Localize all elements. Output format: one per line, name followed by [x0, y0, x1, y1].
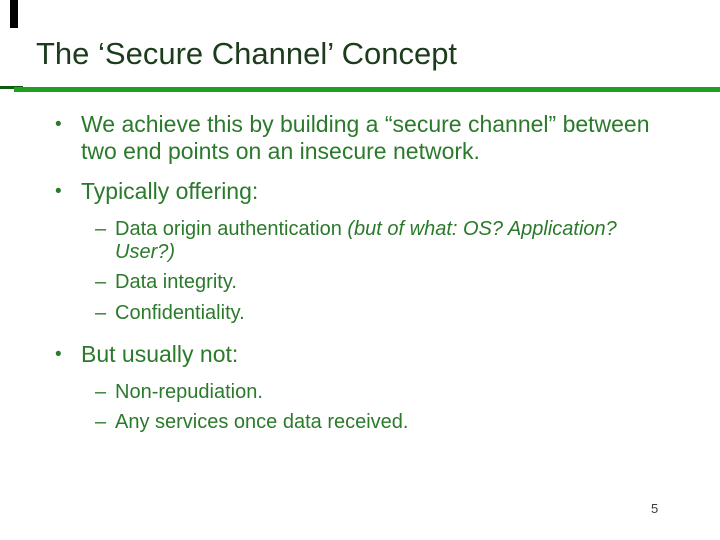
- bullet-item-but-usually-not: • But usually not:: [55, 341, 696, 368]
- sub-bullet-data-integrity: – Data integrity.: [95, 271, 660, 294]
- sub-bullet-data-origin: – Data origin authentication (but of wha…: [95, 218, 660, 264]
- sub-bullet-text-line: Non-repudiation.: [115, 381, 263, 403]
- bullet-glyph: •: [55, 344, 62, 365]
- bullet-text-line: We achieve this by building a “secure ch…: [81, 111, 650, 137]
- bullet-item-we-achieve: • We achieve this by building a “secure …: [55, 111, 696, 165]
- sub-bullet-text-line: User?): [115, 241, 176, 263]
- slide-title: The ‘Secure Channel’ Concept: [36, 36, 458, 71]
- bullet-glyph: •: [55, 181, 62, 202]
- bullet-text: Typically offering:: [81, 178, 696, 205]
- dash-glyph: –: [95, 271, 107, 293]
- bullet-glyph: •: [55, 114, 62, 135]
- sub-bullet-non-repudiation: – Non-repudiation.: [95, 381, 660, 404]
- sub-bullet-text: Confidentiality.: [115, 302, 660, 325]
- dash-glyph: –: [95, 302, 107, 324]
- sub-bullet-text: Non-repudiation.: [115, 381, 660, 404]
- page-number: 5: [651, 501, 659, 516]
- sub-bullet-text-line: Data integrity.: [115, 271, 237, 293]
- bullet-text: But usually not:: [81, 341, 696, 368]
- sub-bullet-text-line: Confidentiality.: [115, 302, 245, 324]
- dash-glyph: –: [95, 411, 107, 433]
- bullet-text-line: Typically offering:: [81, 178, 259, 204]
- sub-bullet-text: Any services once data received.: [115, 411, 660, 434]
- bullet-text: We achieve this by building a “secure ch…: [81, 111, 696, 165]
- sub-bullet-confidentiality: – Confidentiality.: [95, 302, 660, 325]
- bullet-text-line: two end points on an insecure network.: [81, 138, 480, 164]
- sub-bullet-text-italic: (but of what: OS? Application?: [347, 218, 617, 240]
- sub-bullet-text: Data origin authentication (but of what:…: [115, 218, 660, 264]
- dash-glyph: –: [95, 381, 107, 403]
- sub-bullet-any-services: – Any services once data received.: [95, 411, 660, 434]
- sub-bullet-text: Data integrity.: [115, 271, 660, 294]
- title-rule: [14, 87, 720, 92]
- dash-glyph: –: [95, 218, 107, 240]
- sub-bullet-text-line: Any services once data received.: [115, 411, 409, 433]
- title-rule-accent: [0, 86, 23, 89]
- bullet-item-typically-offering: • Typically offering:: [55, 178, 696, 205]
- sub-bullet-text-normal: Data origin authentication: [115, 218, 348, 240]
- bullet-text-line: But usually not:: [81, 341, 239, 367]
- sub-bullet-text-line: Data origin authentication (but of what:…: [115, 218, 660, 241]
- corner-bar-mark: [10, 0, 18, 28]
